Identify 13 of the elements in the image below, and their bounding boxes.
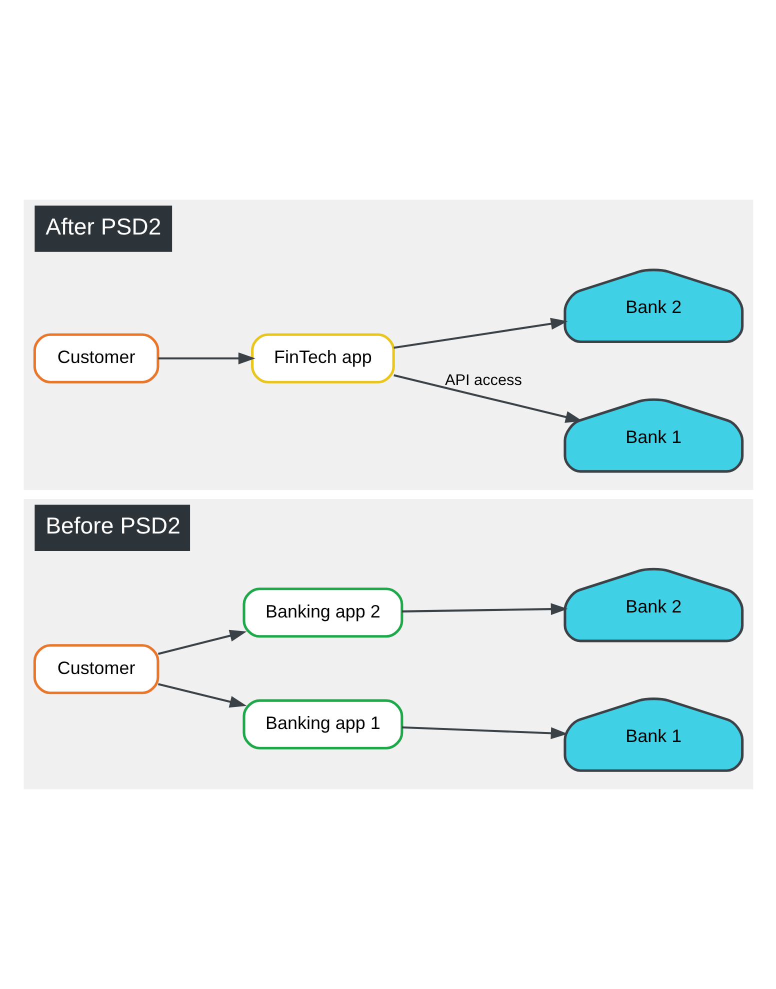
arrow xyxy=(158,352,255,364)
node-box: Banking app 1 xyxy=(242,699,403,750)
node-box: Banking app 2 xyxy=(242,588,403,638)
arrow xyxy=(157,630,246,655)
node-box: Customer xyxy=(32,644,159,694)
arrow xyxy=(401,726,568,740)
arrow xyxy=(401,603,568,616)
arrow xyxy=(393,374,582,423)
edge-label: API access xyxy=(444,372,522,389)
node-box: Customer xyxy=(32,333,159,384)
arrow xyxy=(157,683,246,708)
node-box: FinTech app xyxy=(250,333,394,384)
arrow xyxy=(393,318,568,349)
